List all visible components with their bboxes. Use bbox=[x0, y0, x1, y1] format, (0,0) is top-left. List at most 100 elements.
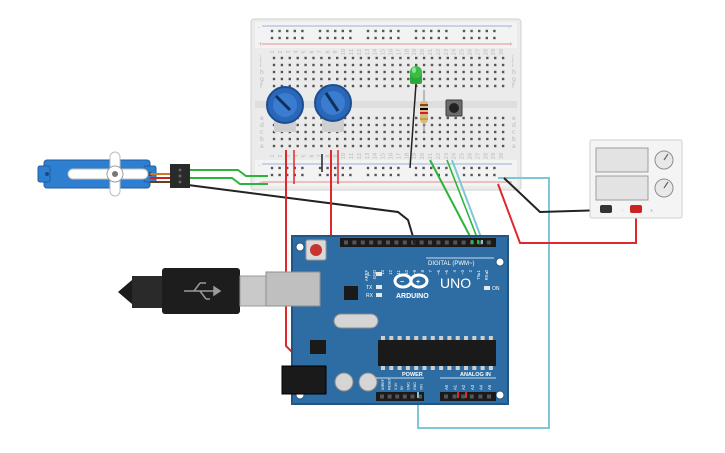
breadboard-hole[interactable] bbox=[359, 70, 363, 74]
rail-hole[interactable] bbox=[301, 166, 304, 170]
rail-hole[interactable] bbox=[334, 29, 337, 33]
breadboard-hole[interactable] bbox=[501, 130, 505, 134]
breadboard-hole[interactable] bbox=[486, 77, 489, 81]
breadboard-hole[interactable] bbox=[470, 84, 473, 88]
breadboard-hole[interactable] bbox=[375, 70, 378, 74]
rail-hole[interactable] bbox=[397, 166, 400, 170]
rail-hole[interactable] bbox=[278, 166, 281, 170]
breadboard-hole[interactable] bbox=[446, 130, 449, 134]
breadboard-hole[interactable] bbox=[407, 144, 410, 148]
rail-hole[interactable] bbox=[485, 36, 488, 40]
breadboard-hole[interactable] bbox=[343, 123, 347, 127]
breadboard-hole[interactable] bbox=[296, 137, 299, 141]
breadboard-hole[interactable] bbox=[438, 116, 442, 120]
rail-hole[interactable] bbox=[326, 173, 329, 177]
digital-header-pin[interactable] bbox=[461, 240, 466, 245]
rail-hole[interactable] bbox=[374, 36, 377, 40]
breadboard-hole[interactable] bbox=[501, 77, 505, 81]
rail-hole[interactable] bbox=[374, 29, 377, 33]
breadboard-hole[interactable] bbox=[280, 84, 284, 88]
breadboard-hole[interactable] bbox=[359, 77, 363, 81]
breadboard-hole[interactable] bbox=[399, 144, 402, 148]
breadboard-hole[interactable] bbox=[320, 137, 323, 141]
breadboard-hole[interactable] bbox=[351, 56, 355, 60]
breadboard-hole[interactable] bbox=[462, 56, 465, 60]
rail-hole[interactable] bbox=[278, 36, 281, 40]
breadboard-hole[interactable] bbox=[328, 77, 331, 81]
breadboard-hole[interactable] bbox=[343, 116, 347, 120]
breadboard-hole[interactable] bbox=[399, 116, 402, 120]
breadboard-hole[interactable] bbox=[288, 84, 291, 88]
rail-hole[interactable] bbox=[430, 36, 433, 40]
arduino-digital-header[interactable] bbox=[340, 238, 496, 247]
rail-hole[interactable] bbox=[445, 173, 448, 177]
breadboard-hole[interactable] bbox=[383, 70, 386, 74]
breadboard-hole[interactable] bbox=[486, 116, 489, 120]
breadboard-hole[interactable] bbox=[351, 137, 355, 141]
digital-header-pin[interactable] bbox=[377, 240, 382, 245]
rail-hole[interactable] bbox=[462, 166, 466, 170]
breadboard-hole[interactable] bbox=[446, 84, 449, 88]
breadboard-hole[interactable] bbox=[391, 130, 394, 134]
breadboard-hole[interactable] bbox=[438, 123, 442, 127]
breadboard-hole[interactable] bbox=[501, 70, 505, 74]
breadboard-hole[interactable] bbox=[375, 123, 378, 127]
breadboard-hole[interactable] bbox=[351, 116, 355, 120]
breadboard-hole[interactable] bbox=[486, 84, 489, 88]
breadboard-hole[interactable] bbox=[367, 63, 370, 67]
power-header-pin[interactable] bbox=[387, 394, 392, 399]
usb-cable[interactable] bbox=[118, 268, 267, 314]
breadboard-hole[interactable] bbox=[280, 63, 284, 67]
breadboard-hole[interactable] bbox=[422, 63, 426, 67]
rail-hole[interactable] bbox=[374, 166, 377, 170]
breadboard-hole[interactable] bbox=[272, 144, 276, 148]
breadboard-hole[interactable] bbox=[336, 63, 339, 67]
rail-hole[interactable] bbox=[493, 36, 496, 40]
breadboard-hole[interactable] bbox=[415, 63, 418, 67]
breadboard-hole[interactable] bbox=[367, 77, 370, 81]
rail-hole[interactable] bbox=[445, 166, 448, 170]
breadboard-hole[interactable] bbox=[494, 137, 497, 141]
wire-green-digital-1[interactable] bbox=[429, 159, 473, 241]
breadboard-hole[interactable] bbox=[399, 137, 402, 141]
breadboard-hole[interactable] bbox=[438, 56, 442, 60]
breadboard-hole[interactable] bbox=[478, 144, 481, 148]
digital-header-pin[interactable] bbox=[444, 240, 449, 245]
rail-hole[interactable] bbox=[349, 29, 352, 33]
breadboard-hole[interactable] bbox=[351, 123, 355, 127]
breadboard-hole[interactable] bbox=[288, 144, 291, 148]
rail-hole[interactable] bbox=[389, 36, 392, 40]
breadboard-hole[interactable] bbox=[312, 77, 315, 81]
breadboard-hole[interactable] bbox=[375, 63, 378, 67]
breadboard-hole[interactable] bbox=[454, 63, 457, 67]
breadboard-hole[interactable] bbox=[367, 130, 370, 134]
rail-hole[interactable] bbox=[349, 166, 352, 170]
rail-hole[interactable] bbox=[462, 36, 466, 40]
breadboard-hole[interactable] bbox=[383, 123, 386, 127]
breadboard-hole[interactable] bbox=[462, 84, 465, 88]
rail-hole[interactable] bbox=[397, 36, 400, 40]
breadboard-hole[interactable] bbox=[399, 130, 402, 134]
rail-hole[interactable] bbox=[382, 29, 385, 33]
breadboard-hole[interactable] bbox=[312, 56, 315, 60]
breadboard-hole[interactable] bbox=[328, 144, 331, 148]
rail-hole[interactable] bbox=[470, 36, 473, 40]
breadboard-hole[interactable] bbox=[304, 63, 307, 67]
breadboard-hole[interactable] bbox=[407, 137, 410, 141]
breadboard-hole[interactable] bbox=[438, 84, 442, 88]
rail-hole[interactable] bbox=[389, 173, 392, 177]
wire-servo-signal-black[interactable] bbox=[187, 184, 415, 241]
breadboard-hole[interactable] bbox=[351, 63, 355, 67]
breadboard-hole[interactable] bbox=[375, 77, 378, 81]
breadboard-hole[interactable] bbox=[486, 63, 489, 67]
breadboard-hole[interactable] bbox=[415, 144, 418, 148]
breadboard-hole[interactable] bbox=[446, 56, 449, 60]
breadboard-hole[interactable] bbox=[336, 137, 339, 141]
analog-header-pin[interactable] bbox=[461, 394, 466, 399]
resistor[interactable] bbox=[420, 90, 428, 132]
breadboard-hole[interactable] bbox=[462, 63, 465, 67]
rail-hole[interactable] bbox=[293, 29, 296, 33]
rail-hole[interactable] bbox=[301, 173, 304, 177]
rail-hole[interactable] bbox=[318, 166, 322, 170]
breadboard-hole[interactable] bbox=[280, 144, 284, 148]
